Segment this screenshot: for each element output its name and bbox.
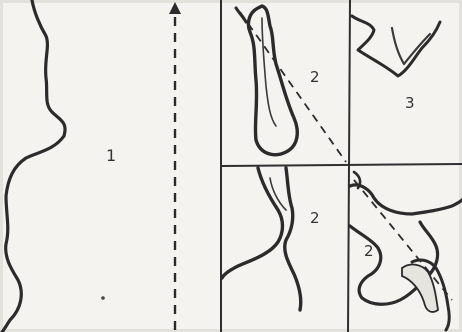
region-2-top-label: 2 xyxy=(310,70,320,85)
region-3-label: 3 xyxy=(405,96,415,111)
region-2-bottom-label: 2 xyxy=(310,211,320,226)
region-1-label: 1 xyxy=(106,148,116,164)
region-2-right-label: 2 xyxy=(364,244,374,259)
ink-dot xyxy=(101,296,105,300)
